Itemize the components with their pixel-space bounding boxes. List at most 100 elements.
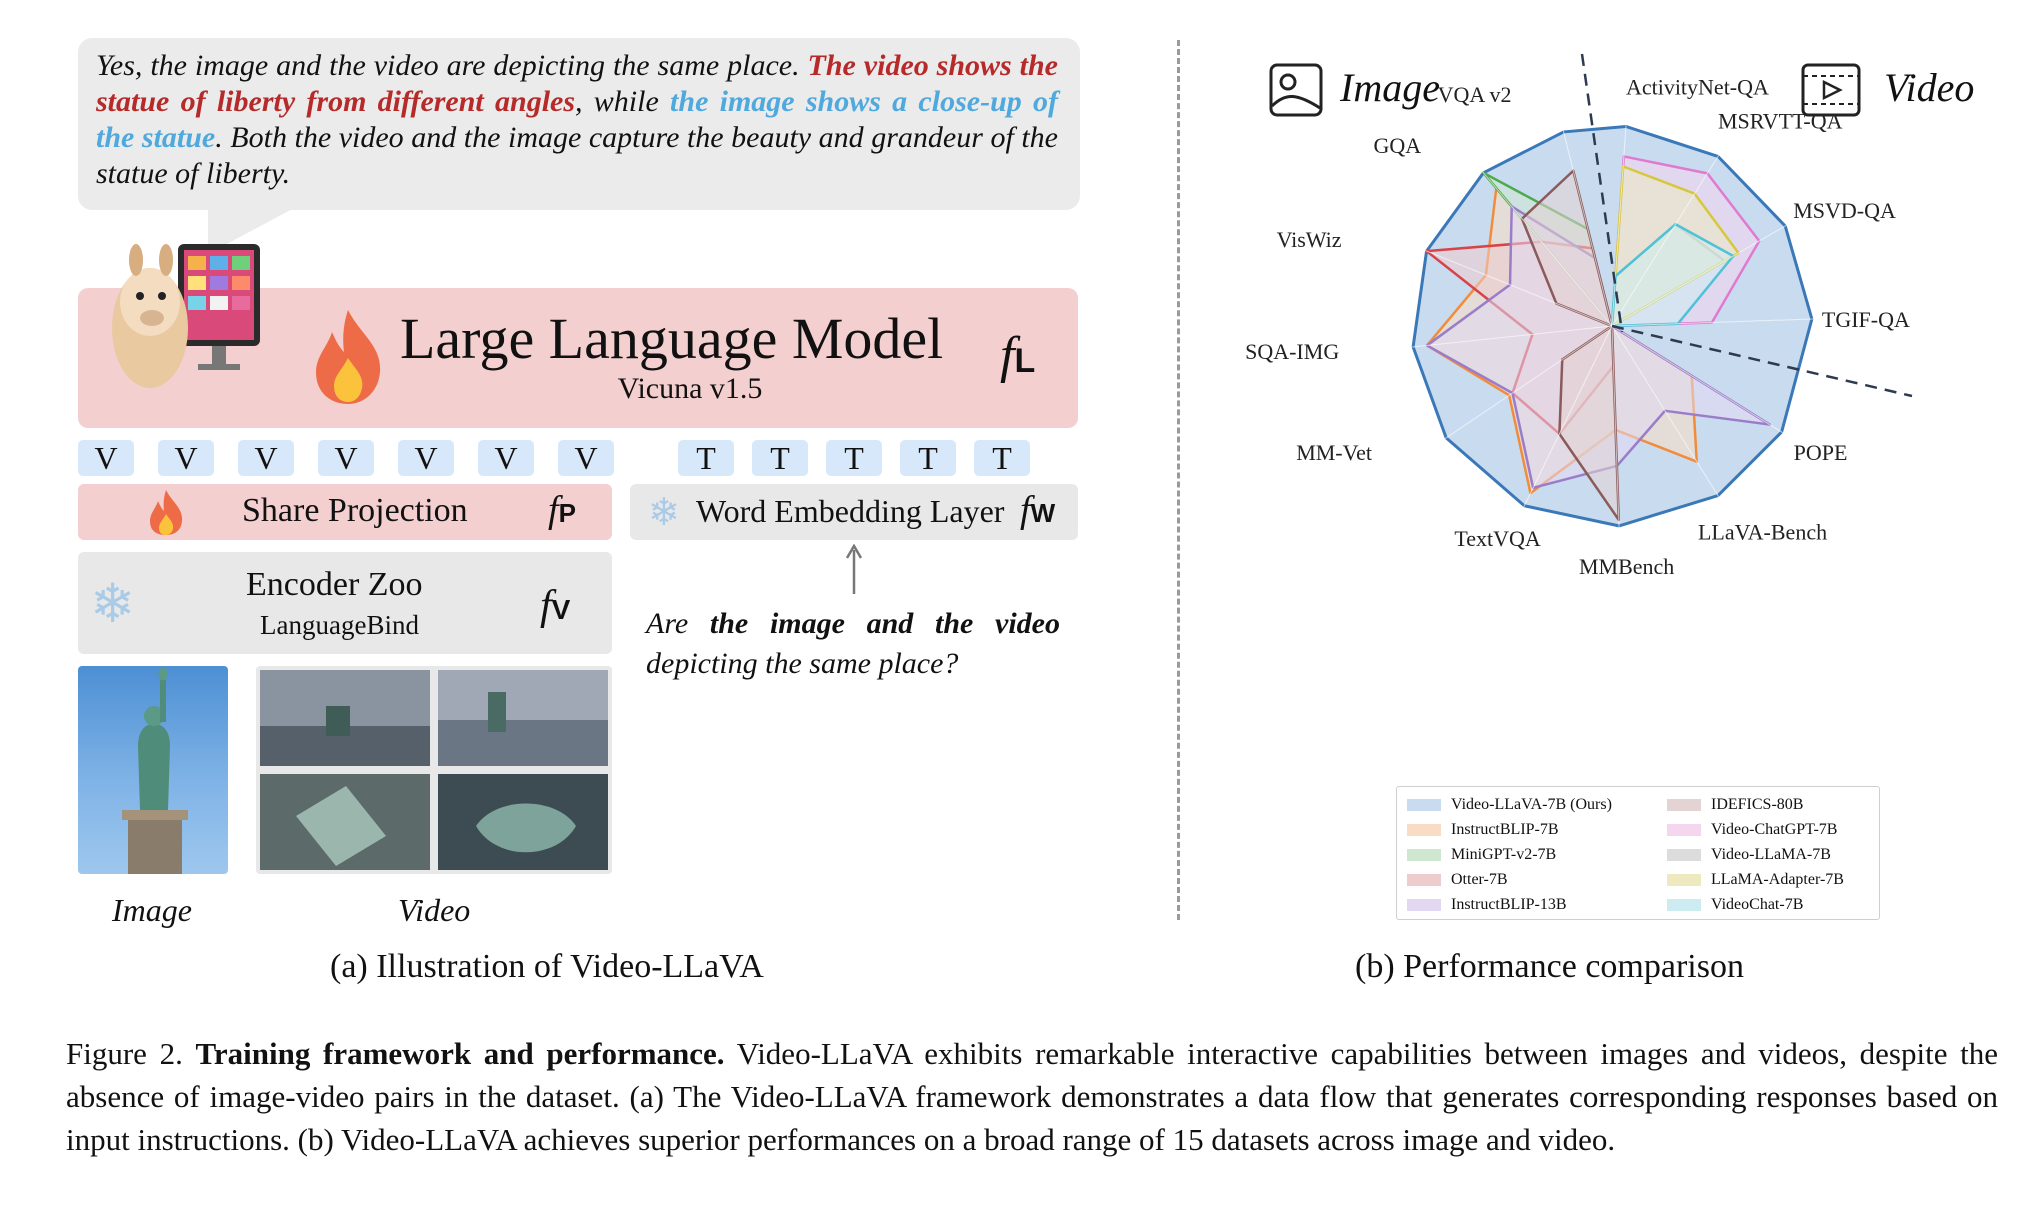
response-video-highlight: The video shows the statue of liberty fr… <box>96 49 1058 118</box>
axis-spoke <box>1611 325 1620 534</box>
enc-symbol: fV <box>540 583 571 629</box>
axis-label: SQA-IMG <box>1245 339 1339 364</box>
image-header: Image <box>1340 65 1440 110</box>
legend-swatch <box>1667 849 1701 862</box>
encoder-zoo-block <box>78 552 612 654</box>
proj-symbol: fP <box>548 489 576 531</box>
axis-label: MSRVTT-QA <box>1718 108 1843 133</box>
axis-label: GQA <box>1373 133 1421 158</box>
legend-item: LLaMA-Adapter-7B <box>1667 870 1844 890</box>
fire-icon <box>316 310 381 404</box>
legend-item: InstructBLIP-7B <box>1407 820 1559 840</box>
caption-bold: Training framework and performance. <box>195 1036 725 1071</box>
statue-of-liberty-image <box>122 666 188 874</box>
legend-item: VideoChat-7B <box>1667 895 1803 915</box>
v-token: V <box>78 440 134 476</box>
legend-swatch <box>1667 874 1701 887</box>
axis-label: TGIF-QA <box>1822 307 1910 332</box>
llm-title: Large Language Model <box>400 306 944 371</box>
legend-item: Otter-7B <box>1407 870 1508 890</box>
share-projection-label: Share Projection <box>242 492 468 529</box>
axis-spoke <box>1611 149 1723 327</box>
legend-swatch <box>1667 824 1701 837</box>
response-part-1: Yes, the image and the video are depicti… <box>96 49 808 82</box>
video-frames-image <box>260 670 608 870</box>
legend-swatch <box>1407 899 1441 912</box>
legend-item: Video-LLaMA-7B <box>1667 845 1831 865</box>
axis-label: ActivityNet-QA <box>1626 74 1769 99</box>
panel-b-caption: (b) Performance comparison <box>1355 948 1744 985</box>
t-token: T <box>678 440 734 476</box>
v-token: V <box>158 440 214 476</box>
axis-label: LLaVA-Bench <box>1698 520 1827 545</box>
legend-item: IDEFICS-80B <box>1667 795 1803 815</box>
v-token: V <box>398 440 454 476</box>
response-bubble <box>78 38 1080 210</box>
response-part-5: . Both the video and the image capture t… <box>96 121 1058 190</box>
t-token: T <box>974 440 1030 476</box>
llm-symbol: fL <box>1000 327 1036 384</box>
axis-spoke <box>1611 318 1820 327</box>
t-token: T <box>826 440 882 476</box>
panel-divider <box>1177 40 1180 920</box>
response-image-highlight: the image shows a close-up of the statue <box>96 85 1058 154</box>
llm-subtitle: Vicuna v1.5 <box>617 372 763 405</box>
t-token: T <box>752 440 808 476</box>
question-text: Are the image and the video depicting th… <box>646 607 1060 680</box>
v-token: V <box>558 440 614 476</box>
snowflake-icon: ❄ <box>90 574 136 634</box>
axis-spoke <box>1611 221 1793 327</box>
caption-prefix: Figure 2. <box>66 1036 196 1071</box>
axis-label: TextVQA <box>1454 526 1541 551</box>
axis-spoke <box>1611 118 1628 327</box>
snowflake-icon: ❄ <box>648 492 680 534</box>
panel-a-caption: (a) Illustration of Video-LLaVA <box>330 948 764 985</box>
axis-label: POPE <box>1794 440 1848 465</box>
response-part-3: , while <box>575 85 671 118</box>
input-image <box>78 666 228 874</box>
axis-label: MSVD-QA <box>1793 198 1896 223</box>
encoder-subtitle: LanguageBind <box>260 610 419 640</box>
image-icon <box>1269 63 1323 117</box>
fire-icon <box>150 490 183 535</box>
legend-item: MiniGPT-v2-7B <box>1407 845 1556 865</box>
video-header: Video <box>1884 65 1975 110</box>
axis-spoke <box>1561 124 1613 327</box>
axis-spoke <box>1611 325 1789 437</box>
axis-label: MM-Vet <box>1296 440 1372 465</box>
axis-spoke <box>1405 325 1613 349</box>
legend-item: InstructBLIP-13B <box>1407 895 1567 915</box>
axis-spoke <box>1611 325 1723 503</box>
legend-swatch <box>1407 849 1441 862</box>
legend-item: Video-LLaVA-7B (Ours) <box>1407 795 1612 815</box>
axis-spoke <box>1439 325 1613 443</box>
v-token: V <box>318 440 374 476</box>
divider-line <box>1580 53 1624 333</box>
llama-mascot-icon <box>112 244 260 388</box>
legend-swatch <box>1667 899 1701 912</box>
divider-line <box>1611 324 1913 398</box>
chart-legend: Video-LLaVA-7B (Ours) InstructBLIP-7B Mi… <box>1396 786 1880 920</box>
v-token: V <box>238 440 294 476</box>
axis-label: VQA v2 <box>1438 82 1512 107</box>
word-embedding-label: Word Embedding Layer <box>696 493 1005 529</box>
axis-spoke <box>1477 166 1613 327</box>
axis-spoke <box>1418 247 1613 327</box>
video-icon <box>1801 63 1861 117</box>
video-label: Video <box>398 892 471 928</box>
legend-swatch <box>1667 799 1701 812</box>
figure-caption: Figure 2. Training framework and perform… <box>66 1032 1998 1161</box>
word-embedding-block <box>630 484 1078 540</box>
arrow-up-icon <box>845 544 863 594</box>
image-label: Image <box>112 892 192 928</box>
wemb-symbol: fW <box>1020 489 1056 531</box>
legend-swatch <box>1407 874 1441 887</box>
axis-label: VisWiz <box>1277 227 1342 252</box>
axis-label: MMBench <box>1579 554 1674 579</box>
v-token: V <box>478 440 534 476</box>
caption-body: Video-LLaVA exhibits remarkable interact… <box>66 1036 1998 1157</box>
response-text: Yes, the image and the video are depicti… <box>96 48 1058 192</box>
t-token: T <box>900 440 956 476</box>
radar-chart: ActivityNet-QA MSRVTT-QA MSVD-QA TGIF-QA POP… <box>1245 53 1913 579</box>
input-video <box>256 666 612 874</box>
